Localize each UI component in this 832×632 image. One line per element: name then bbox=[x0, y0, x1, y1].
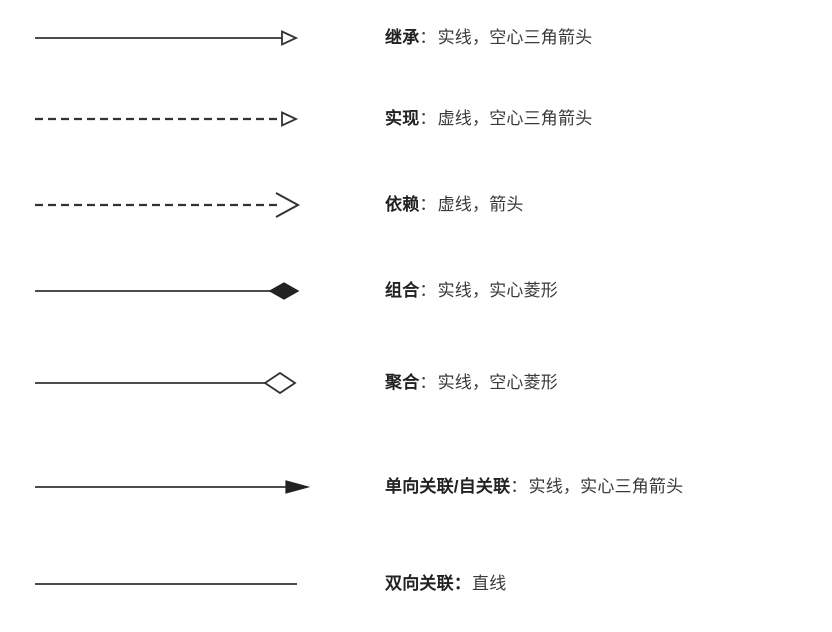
glyph-solid-line-hollow-diamond-icon bbox=[20, 363, 360, 403]
legend-label: 组合：实线，实心菱形 bbox=[385, 271, 558, 311]
legend-label: 实现：虚线，空心三角箭头 bbox=[385, 99, 592, 139]
legend-separator: ： bbox=[419, 195, 437, 214]
glyph-solid-line-filled-diamond-icon bbox=[20, 271, 360, 311]
legend-label: 双向关联：直线 bbox=[385, 564, 506, 604]
legend-term: 聚合 bbox=[385, 373, 420, 392]
legend-term: 依赖 bbox=[385, 195, 420, 214]
legend-term: 组合 bbox=[385, 281, 420, 300]
legend-separator: ： bbox=[419, 281, 437, 300]
legend-description: 实线，实心菱形 bbox=[437, 281, 559, 300]
legend-description: 虚线，空心三角箭头 bbox=[437, 109, 593, 128]
legend-separator: ： bbox=[419, 28, 437, 47]
legend-description: 实线，空心三角箭头 bbox=[437, 28, 593, 47]
legend-label: 继承：实线，空心三角箭头 bbox=[385, 18, 592, 58]
legend-description: 实线，实心三角箭头 bbox=[528, 477, 684, 496]
legend-row: 继承：实线，空心三角箭头 bbox=[0, 18, 832, 58]
legend-row: 实现：虚线，空心三角箭头 bbox=[0, 99, 832, 139]
legend-separator: ： bbox=[419, 373, 437, 392]
legend-row: 单向关联/自关联：实线，实心三角箭头 bbox=[0, 467, 832, 507]
legend-description: 虚线，箭头 bbox=[437, 195, 524, 214]
legend-row: 依赖：虚线，箭头 bbox=[0, 185, 832, 225]
glyph-dashed-line-hollow-triangle-arrow-icon bbox=[20, 99, 360, 139]
legend-description: 实线，空心菱形 bbox=[437, 373, 559, 392]
legend-separator: ： bbox=[510, 477, 528, 496]
legend-label: 依赖：虚线，箭头 bbox=[385, 185, 524, 225]
legend-term: 双向关联 bbox=[385, 574, 454, 593]
glyph-dashed-line-open-arrow-icon bbox=[20, 185, 360, 225]
legend-label: 聚合：实线，空心菱形 bbox=[385, 363, 558, 403]
legend-row: 聚合：实线，空心菱形 bbox=[0, 363, 832, 403]
legend-label: 单向关联/自关联：实线，实心三角箭头 bbox=[385, 467, 683, 507]
legend-description: 直线 bbox=[472, 574, 507, 593]
legend-row: 组合：实线，实心菱形 bbox=[0, 271, 832, 311]
legend-term: 继承 bbox=[385, 28, 420, 47]
glyph-plain-solid-line-icon bbox=[20, 564, 360, 604]
legend-term: 单向关联/自关联 bbox=[385, 477, 511, 496]
legend-separator: ： bbox=[453, 574, 472, 593]
legend-separator: ： bbox=[419, 109, 437, 128]
glyph-solid-line-hollow-triangle-arrow-icon bbox=[20, 18, 360, 58]
glyph-solid-line-filled-triangle-arrow-icon bbox=[20, 467, 360, 507]
legend-term: 实现 bbox=[385, 109, 420, 128]
legend-row: 双向关联：直线 bbox=[0, 564, 832, 604]
